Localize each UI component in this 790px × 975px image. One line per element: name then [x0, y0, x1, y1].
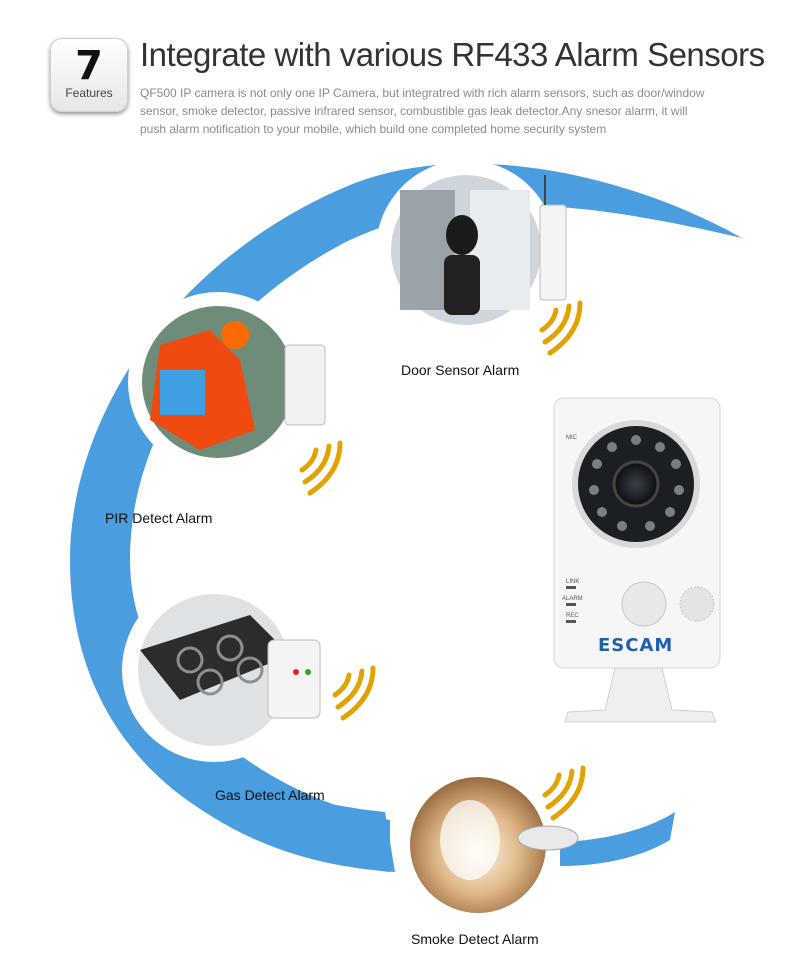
- page-title: Integrate with various RF433 Alarm Senso…: [140, 36, 765, 73]
- smoke-sensor-label: Smoke Detect Alarm: [411, 931, 539, 947]
- blue-arc-band-lower: [175, 740, 395, 872]
- description: QF500 IP camera is not only one IP Camer…: [140, 84, 760, 138]
- ip-camera-image: MIC LINK ALARM REC ESCAM: [553, 397, 721, 723]
- wireless-signal-icon: [332, 665, 376, 721]
- feature-badge: 7 Features: [50, 38, 128, 112]
- alarm-indicator-label: ALARM: [562, 596, 583, 602]
- pir-sensor-image: [128, 292, 326, 472]
- wireless-signal-icon: [299, 440, 343, 496]
- description-line: sensor, smoke detector, passive infrared…: [140, 104, 688, 118]
- gas-sensor-label: Gas Detect Alarm: [215, 787, 325, 803]
- gas-sensor-image: [122, 578, 321, 762]
- feature-label: Features: [65, 86, 113, 100]
- wireless-signal-icon: [539, 300, 583, 356]
- door-sensor-label: Door Sensor Alarm: [401, 362, 520, 378]
- wireless-signal-icon: [542, 765, 586, 821]
- brand-logo: ESCAM: [598, 635, 673, 656]
- pir-sensor-label: PIR Detect Alarm: [105, 510, 213, 526]
- description-line: QF500 IP camera is not only one IP Camer…: [140, 86, 705, 100]
- smoke-sensor-image: [396, 763, 579, 927]
- rec-indicator-label: REC: [566, 613, 579, 619]
- mic-label: MIC: [566, 435, 578, 441]
- link-indicator-label: LINK: [566, 579, 579, 585]
- description-line: push alarm notification to your mobile, …: [140, 122, 607, 136]
- feature-number: 7: [75, 43, 103, 89]
- door-sensor-image: [376, 160, 567, 340]
- blue-arc-tail: [560, 812, 675, 866]
